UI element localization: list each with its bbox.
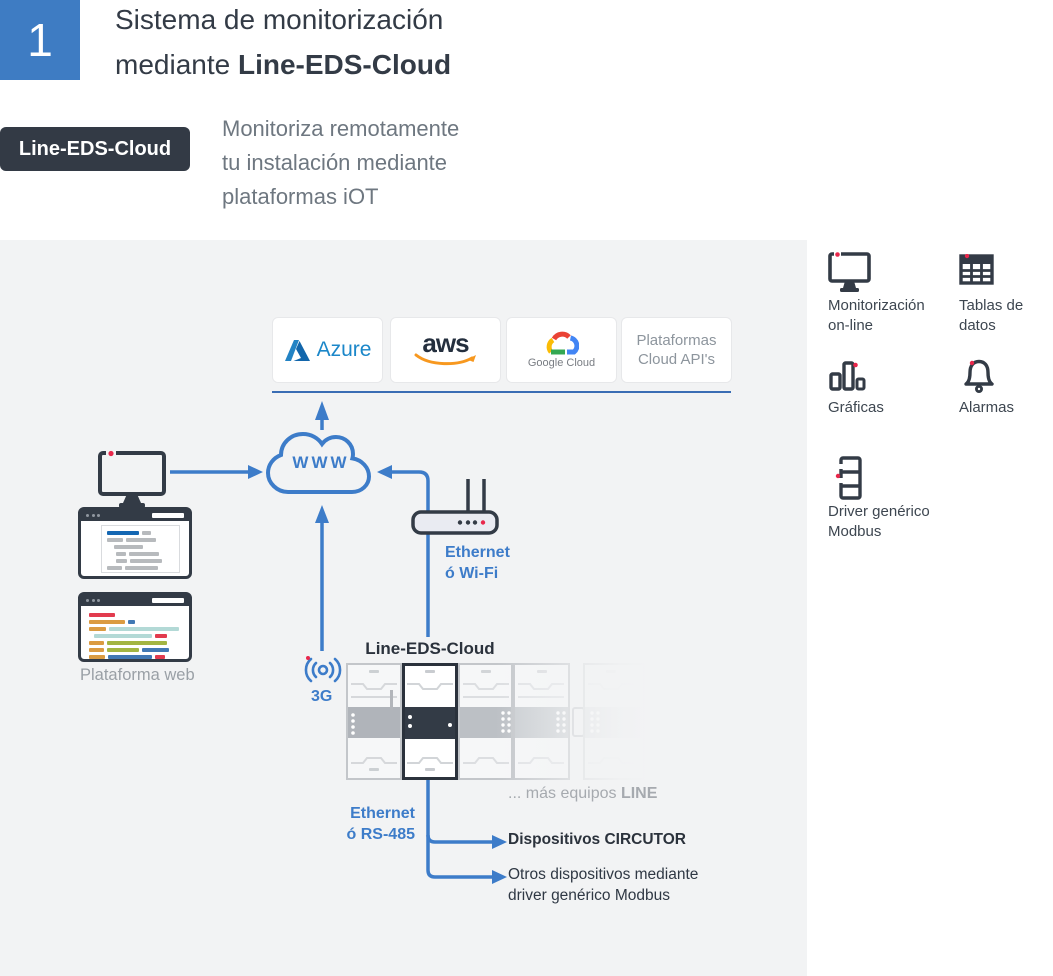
modbus-driver-icon (835, 456, 862, 500)
window-dot-icon (86, 514, 89, 517)
title-line1: Sistema de monitorización (115, 4, 444, 35)
title-line2: mediante (115, 49, 238, 80)
alarm-bell-icon (964, 359, 994, 393)
window-dot-icon (86, 599, 89, 602)
address-bar (152, 598, 184, 603)
product-badge: Line-EDS-Cloud (0, 127, 190, 171)
connector-lines (170, 391, 731, 884)
window-dot-icon (97, 514, 100, 517)
azure-label: Azure (316, 338, 372, 361)
azure-logo-icon (284, 339, 310, 361)
alarms-label: Alarmas (959, 399, 1015, 416)
cloud-api-card: Plataformas Cloud API's (621, 317, 732, 383)
section-number-box: 1 (0, 0, 80, 80)
www-label: WWW (292, 453, 350, 472)
aws-smile-icon (414, 353, 476, 366)
other-devices-label: Otros dispositivos mediante driver genér… (508, 866, 699, 904)
monitoring-icon (828, 252, 871, 292)
router-icon (411, 479, 499, 535)
line-eds-cloud-module (402, 663, 458, 780)
monitoring-label: Monitorización on-line (828, 297, 925, 334)
window-dot-icon (91, 514, 95, 517)
aws-card: aws (390, 317, 501, 383)
modbus-driver-label: Driver genérico Modbus (828, 503, 930, 540)
internet-cloud: WWW (264, 426, 378, 504)
browser-content-preview (101, 525, 180, 573)
google-cloud-card: Google Cloud (506, 317, 617, 383)
bar-chart-icon (829, 361, 866, 391)
title-product-name: Line-EDS-Cloud (237, 49, 452, 80)
google-cloud-logo-icon (546, 331, 579, 355)
window-dot-icon (97, 599, 100, 602)
device-label: Line-EDS-Cloud (365, 639, 495, 658)
charts-label: Gráficas (828, 399, 884, 416)
monitor-icon (98, 450, 166, 508)
data-table-icon (959, 254, 994, 285)
browser-window-2 (78, 592, 192, 662)
web-platform-label: Plataforma web (80, 666, 195, 684)
browser-window-1 (78, 507, 192, 579)
wireless-3g-icon (304, 656, 342, 683)
aws-label: aws (422, 328, 469, 358)
cloud-api-label: Plataformas Cloud API's (636, 332, 717, 368)
page-title: Sistema de monitorización mediante Line-… (115, 0, 451, 87)
line-module (346, 663, 402, 780)
address-bar (152, 513, 184, 518)
azure-card: Azure (272, 317, 383, 383)
data-tables-label: Tablas de datos (959, 297, 1024, 334)
browser-code-preview (81, 606, 189, 666)
line-devices-rack (346, 659, 650, 784)
rack-fade-overlay (496, 659, 650, 784)
architecture-diagram: Azure aws Google Cloud Plataformas Cloud… (0, 240, 807, 976)
router-connection-label: Ethernet ó Wi-Fi (445, 544, 510, 582)
window-dot-icon (91, 599, 95, 602)
bus-connection-label: Ethernet ó RS-485 (346, 805, 415, 843)
more-devices-label: ... más equipos LINE (508, 785, 658, 802)
cellular-label: 3G (311, 688, 333, 705)
browser-titlebar (81, 510, 189, 521)
section-number: 1 (27, 14, 53, 66)
cloud-icon (265, 431, 372, 494)
subtitle: Monitoriza remotamente tu instalación me… (222, 116, 460, 209)
circutor-devices-label: Dispositivos CIRCUTOR (508, 831, 686, 848)
google-cloud-label: Google Cloud (527, 357, 596, 369)
browser-titlebar (81, 595, 189, 606)
